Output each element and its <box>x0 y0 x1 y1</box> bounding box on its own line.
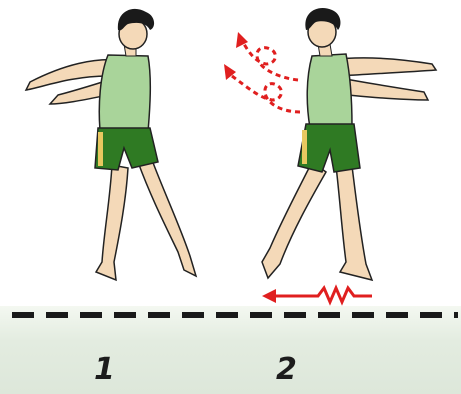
step-number-1: 1 <box>94 352 115 387</box>
step-number-2: 2 <box>276 352 297 387</box>
